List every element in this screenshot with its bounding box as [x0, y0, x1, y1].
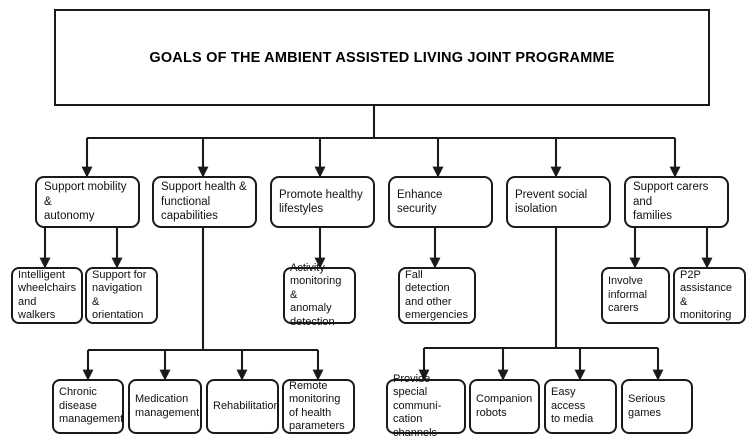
leaf-box-games[interactable]: Serious games: [621, 379, 693, 434]
goal-label-lifestyles: Promote healthy lifestyles: [279, 188, 363, 215]
leaf-box-rehabilitation[interactable]: Rehabilitation: [206, 379, 280, 434]
goal-box-mobility[interactable]: Support mobility & autonomy: [35, 176, 140, 228]
root-title-box: GOALS OF THE AMBIENT ASSISTED LIVING JOI…: [54, 9, 710, 106]
leaf-label-rehabilitation: Rehabilitation: [213, 399, 280, 412]
leaf-box-fall-detection[interactable]: Fall detection and other emergencies: [398, 267, 476, 324]
leaf-label-remote-monitoring: Remote monitoring of health parameters: [289, 379, 345, 432]
leaf-label-navigation: Support for navigation & orientation: [92, 268, 147, 321]
leaf-box-chronic[interactable]: Chronic disease management: [52, 379, 124, 434]
leaf-label-fall-detection: Fall detection and other emergencies: [405, 268, 468, 321]
leaf-label-chronic: Chronic disease management: [59, 386, 124, 426]
leaf-label-communication: Provide special communi- cation channels: [393, 372, 442, 437]
goal-box-lifestyles[interactable]: Promote healthy lifestyles: [270, 176, 375, 228]
leaf-label-wheelchairs: Intelligent wheelchairs and walkers: [18, 268, 77, 321]
goal-box-isolation[interactable]: Prevent social isolation: [506, 176, 611, 228]
goal-label-carers: Support carers and families: [633, 181, 709, 223]
leaf-label-informal-carers: Involve informal carers: [608, 275, 648, 315]
leaf-box-medication[interactable]: Medication management: [128, 379, 202, 434]
leaf-box-activity[interactable]: Activity monitoring & anomaly detection: [283, 262, 356, 328]
goal-label-health: Support health & functional capabilities: [161, 181, 247, 223]
leaf-box-wheelchairs[interactable]: Intelligent wheelchairs and walkers: [11, 267, 83, 324]
leaf-box-navigation[interactable]: Support for navigation & orientation: [85, 267, 158, 324]
leaf-label-robots: Companion robots: [476, 393, 533, 419]
root-title-label: GOALS OF THE AMBIENT ASSISTED LIVING JOI…: [149, 49, 615, 66]
goal-label-mobility: Support mobility & autonomy: [44, 181, 127, 223]
leaf-box-communication[interactable]: Provide special communi- cation channels: [386, 373, 466, 437]
leaf-label-medication: Medication management: [135, 393, 200, 419]
leaf-box-remote-monitoring[interactable]: Remote monitoring of health parameters: [282, 379, 355, 434]
goal-label-isolation: Prevent social isolation: [515, 188, 588, 215]
goal-box-carers[interactable]: Support carers and families: [624, 176, 729, 228]
goal-box-health[interactable]: Support health & functional capabilities: [152, 176, 257, 228]
leaf-label-p2p: P2P assistance & monitoring: [680, 268, 732, 321]
leaf-label-games: Serious games: [628, 393, 666, 419]
leaf-box-informal-carers[interactable]: Involve informal carers: [601, 267, 670, 324]
goal-label-security: Enhance security: [397, 188, 443, 215]
goal-box-security[interactable]: Enhance security: [388, 176, 493, 228]
leaf-box-media[interactable]: Easy access to media: [544, 379, 617, 434]
leaf-label-activity: Activity monitoring & anomaly detection: [290, 261, 342, 328]
leaf-box-p2p[interactable]: P2P assistance & monitoring: [673, 267, 746, 324]
leaf-label-media: Easy access to media: [551, 386, 594, 426]
leaf-box-robots[interactable]: Companion robots: [469, 379, 540, 434]
